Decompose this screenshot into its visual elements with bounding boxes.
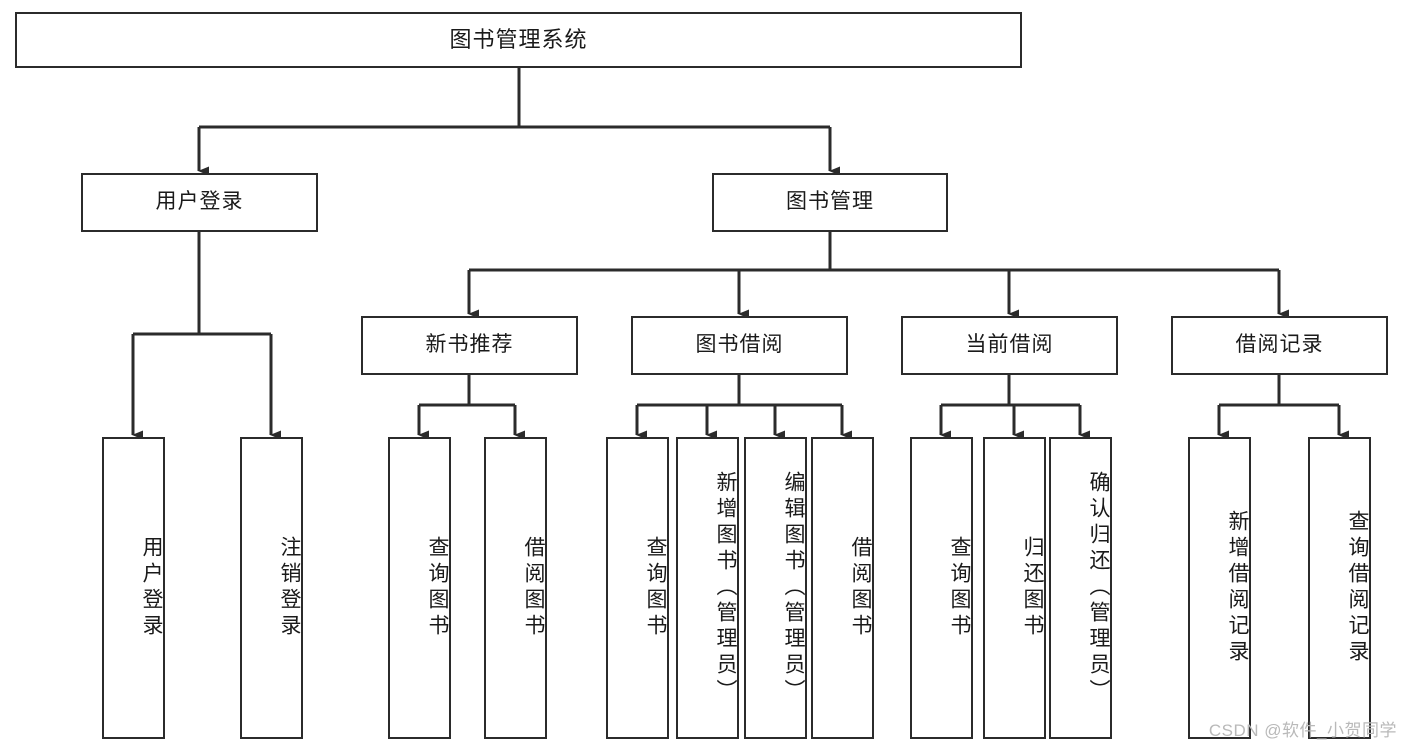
node-root[interactable]: 图书管理系统 (15, 12, 1022, 68)
node-leaf-query-book-2[interactable]: 查询图书 (606, 437, 669, 739)
node-label: 图书借阅 (695, 333, 784, 357)
node-user-login[interactable]: 用户登录 (81, 173, 318, 232)
node-leaf-add-record[interactable]: 新增借阅记录 (1188, 437, 1251, 739)
node-borrow-record[interactable]: 借阅记录 (1171, 316, 1388, 375)
node-current-borrow[interactable]: 当前借阅 (901, 316, 1118, 375)
node-label: 新增图书（管理员） (714, 471, 737, 705)
node-new-book-recommend[interactable]: 新书推荐 (361, 316, 578, 375)
node-leaf-confirm-return[interactable]: 确认归还（管理员） (1049, 437, 1112, 739)
node-leaf-return-book[interactable]: 归还图书 (983, 437, 1046, 739)
node-label: 查询借阅记录 (1346, 510, 1369, 666)
node-leaf-user-login[interactable]: 用户登录 (102, 437, 165, 739)
node-label: 借阅图书 (849, 536, 872, 640)
node-leaf-borrow-book-1[interactable]: 借阅图书 (484, 437, 547, 739)
node-label: 借阅图书 (522, 536, 545, 640)
node-leaf-query-book-1[interactable]: 查询图书 (388, 437, 451, 739)
node-label: 用户登录 (140, 536, 163, 640)
node-label: 新增借阅记录 (1226, 510, 1249, 666)
node-leaf-query-record[interactable]: 查询借阅记录 (1308, 437, 1371, 739)
node-leaf-add-book[interactable]: 新增图书（管理员） (676, 437, 739, 739)
node-label: 归还图书 (1021, 536, 1044, 640)
node-leaf-user-logout[interactable]: 注销登录 (240, 437, 303, 739)
node-label: 查询图书 (426, 536, 449, 640)
node-label: 用户登录 (155, 190, 244, 214)
node-label: 当前借阅 (965, 333, 1054, 357)
node-leaf-borrow-book-2[interactable]: 借阅图书 (811, 437, 874, 739)
node-book-borrow[interactable]: 图书借阅 (631, 316, 848, 375)
node-label: 图书管理 (786, 190, 874, 214)
node-label: 确认归还（管理员） (1087, 471, 1110, 705)
node-label: 注销登录 (278, 536, 301, 640)
node-book-manage[interactable]: 图书管理 (712, 173, 948, 232)
node-label: 借阅记录 (1235, 333, 1324, 357)
node-leaf-query-book-3[interactable]: 查询图书 (910, 437, 973, 739)
node-label: 新书推荐 (425, 333, 514, 357)
node-label: 编辑图书（管理员） (782, 471, 805, 705)
node-leaf-edit-book[interactable]: 编辑图书（管理员） (744, 437, 807, 739)
node-label: 图书管理系统 (449, 27, 588, 53)
node-label: 查询图书 (644, 536, 667, 640)
node-label: 查询图书 (948, 536, 971, 640)
csdn-watermark: CSDN @软件_小贺同学 (1208, 721, 1397, 740)
